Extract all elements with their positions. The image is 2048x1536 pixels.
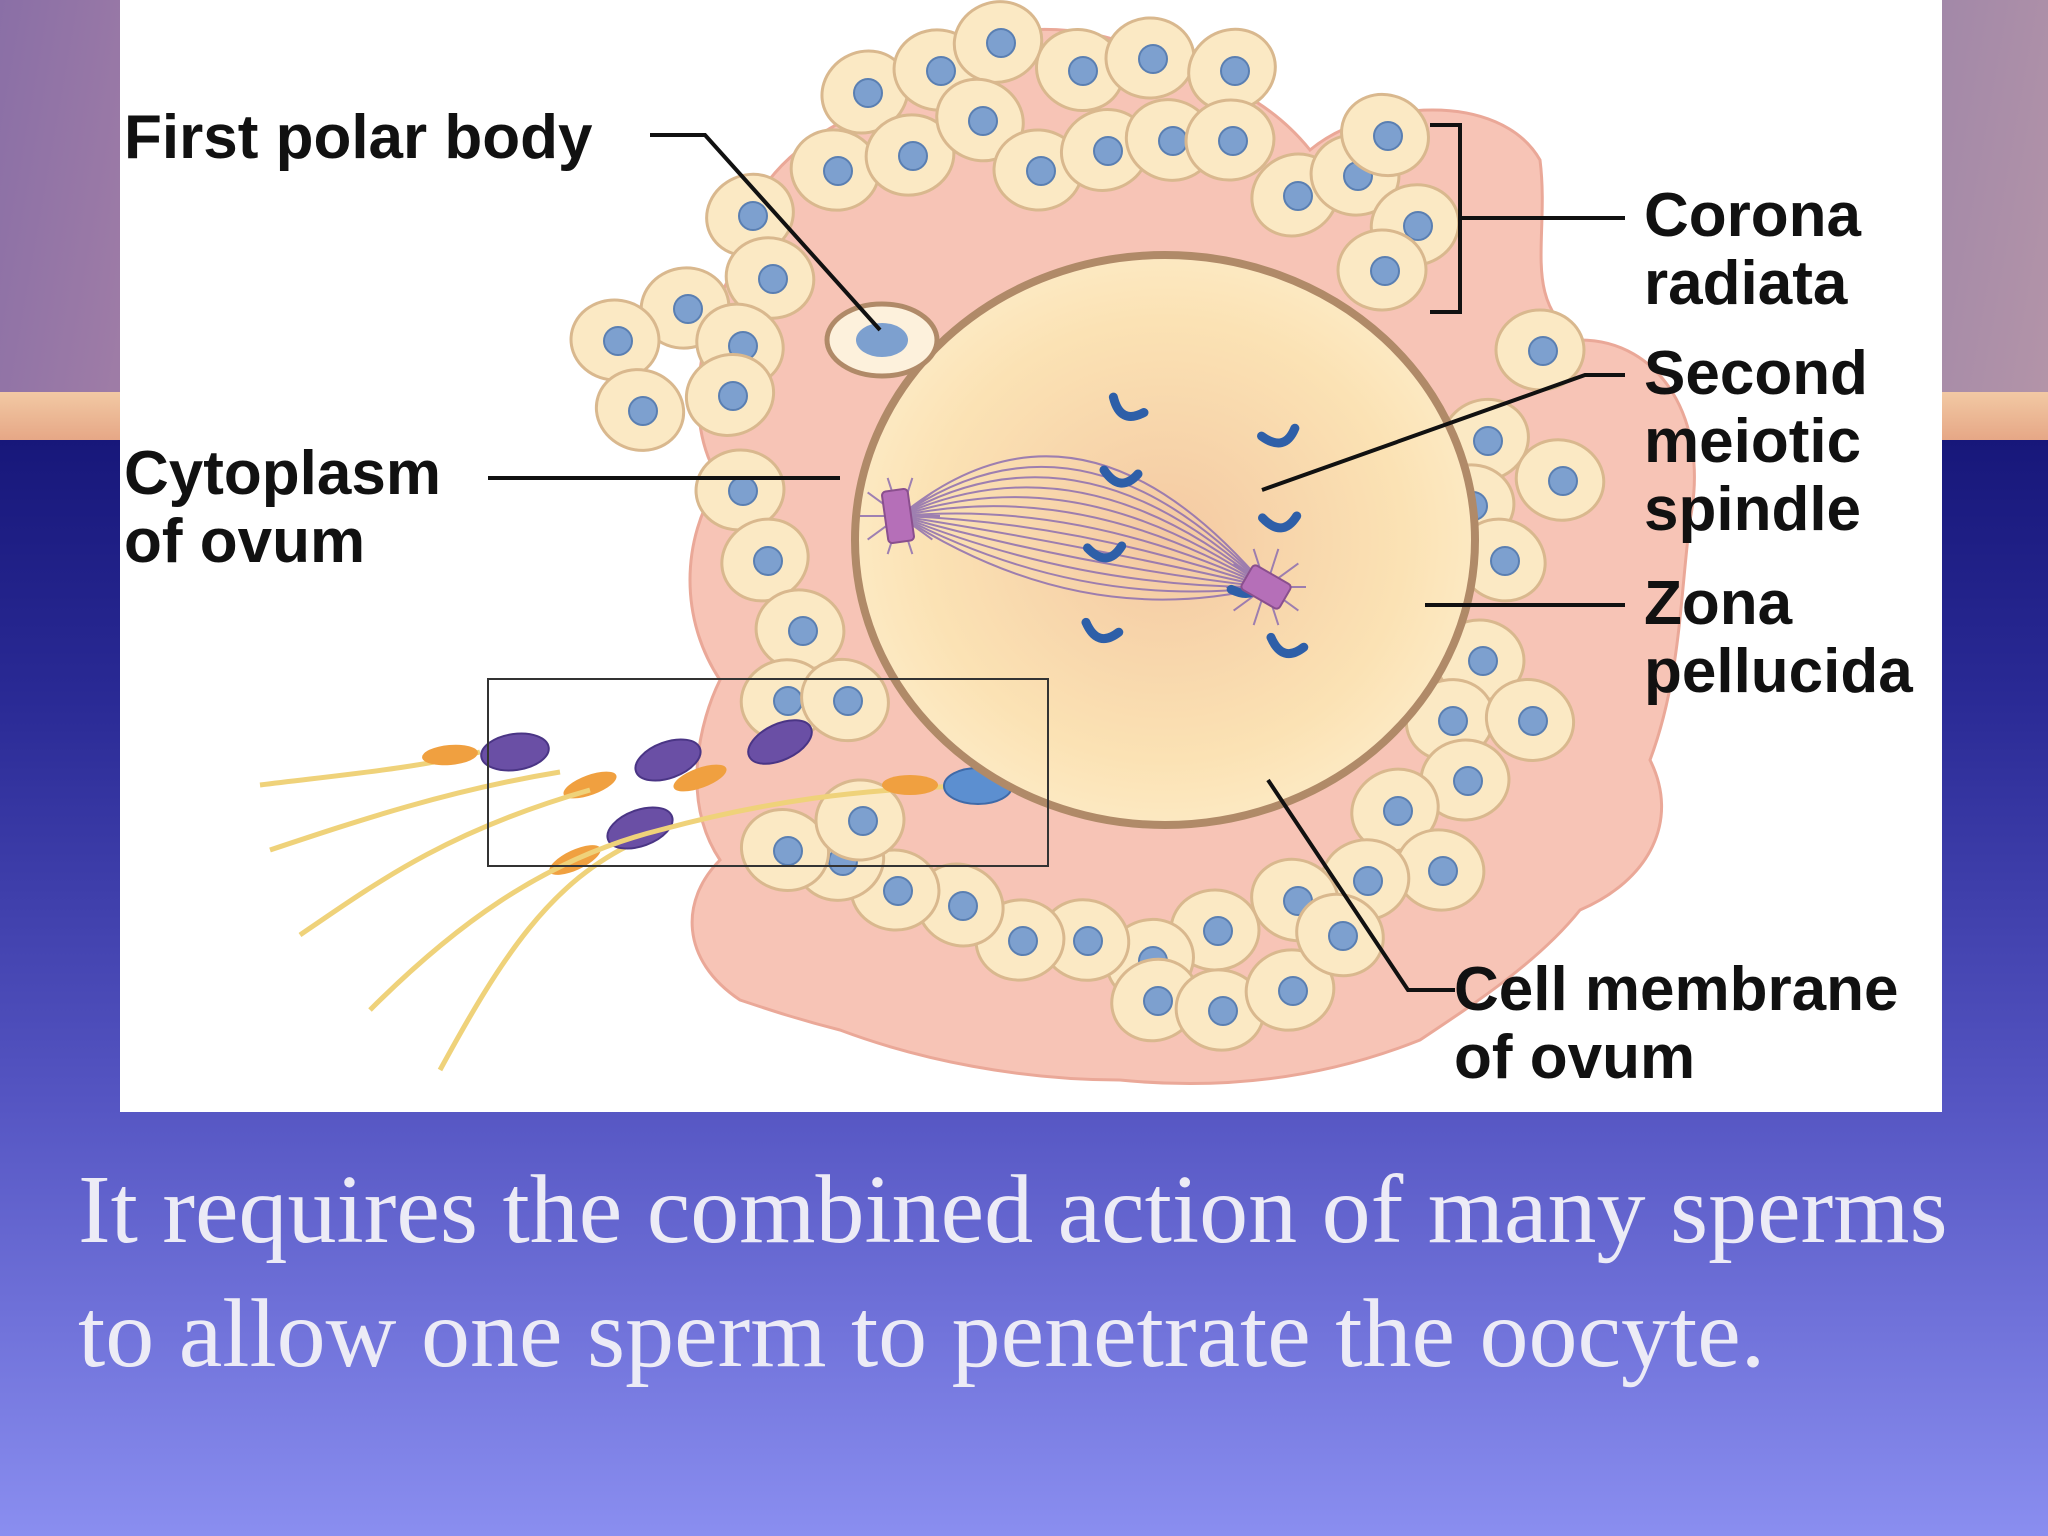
- label-cell-membrane-of-ovum: Cell membrane of ovum: [1454, 955, 1899, 1092]
- label-first-polar-body: First polar body: [124, 103, 593, 172]
- corona-cell: [864, 113, 956, 197]
- corona-cell: [1494, 308, 1586, 392]
- corona-cell: [724, 236, 816, 320]
- corona-cell: [1244, 948, 1336, 1032]
- chromosome: [1258, 511, 1302, 533]
- leader-first-polar-body: [650, 133, 882, 332]
- inset-frame: [487, 678, 1049, 867]
- corona-cell: [1104, 16, 1196, 100]
- chromosome: [1083, 541, 1127, 563]
- corona-cell: [935, 77, 1025, 163]
- leader-membrane: [1266, 778, 1455, 992]
- corona-cell: [1187, 27, 1277, 113]
- sperm: [437, 806, 674, 1072]
- corona-cell: [1295, 892, 1385, 978]
- chromosome: [1099, 465, 1143, 488]
- label-zona-pellucida: Zona pellucida: [1644, 569, 1913, 706]
- corona-cell: [754, 588, 846, 672]
- leader-spindle: [1261, 373, 1625, 492]
- chromosome: [1266, 632, 1309, 659]
- label-cytoplasm-of-ovum: Cytoplasm of ovum: [124, 439, 441, 576]
- label-second-meiotic-spindle: Second meiotic spindle: [1644, 339, 1868, 544]
- sperm: [269, 738, 702, 853]
- centriole-left: [881, 487, 915, 545]
- leader-corona-bracket: [1430, 123, 1625, 314]
- ovum-cell: [851, 251, 1479, 829]
- corona-cell: [594, 368, 686, 452]
- chromosome: [1081, 617, 1124, 644]
- ovum-diagram: First polar body Cytoplasm of ovum Coron…: [120, 0, 1942, 1112]
- corona-cell: [1419, 738, 1511, 822]
- corona-cell: [1174, 968, 1266, 1052]
- sperm-group: [259, 719, 1013, 1072]
- chromosome: [1257, 423, 1300, 448]
- corona-cell: [684, 353, 776, 437]
- polar-body-nucleus: [856, 323, 908, 357]
- chromosome: [1108, 392, 1149, 421]
- corona-cell: [720, 517, 810, 603]
- corona-cell: [1484, 678, 1576, 762]
- corona-cell: [1350, 767, 1440, 853]
- slide-caption: It requires the combined action of many …: [78, 1156, 1948, 1388]
- sperm: [298, 719, 813, 938]
- leader-lines: [488, 123, 1625, 992]
- centriole-right: [1240, 564, 1292, 610]
- corona-cell: [1184, 98, 1276, 182]
- sperm: [259, 732, 550, 788]
- corona-cell: [952, 0, 1044, 84]
- corona-cell: [739, 808, 831, 892]
- ovum-illustration: [259, 0, 1696, 1086]
- corona-cell: [820, 49, 910, 135]
- corona-cell: [1340, 92, 1430, 178]
- corona-cell: [1336, 228, 1428, 312]
- corona-cell: [814, 778, 906, 862]
- label-corona-radiata: Corona radiata: [1644, 181, 1861, 318]
- corona-cell: [1514, 438, 1606, 522]
